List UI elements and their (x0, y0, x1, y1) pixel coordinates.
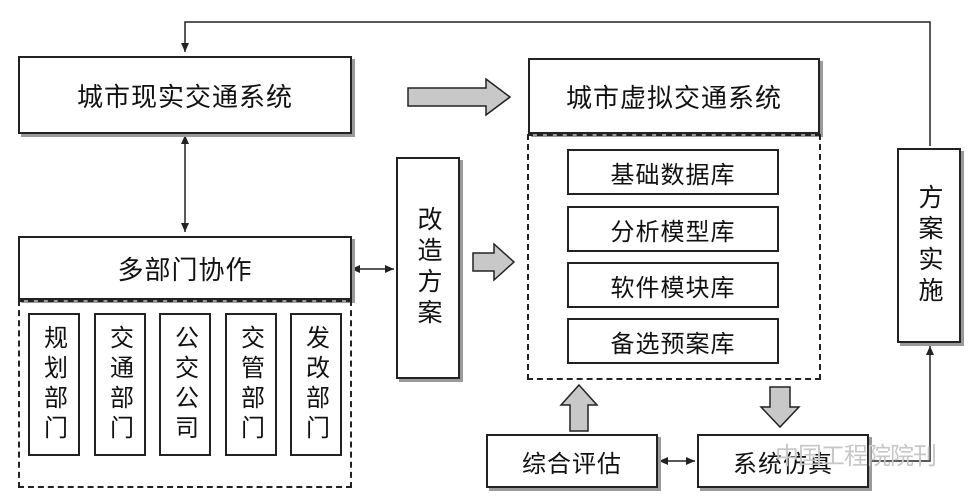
plan-to-virtual-arrow (472, 242, 516, 282)
comprehensive-evaluation-label: 综合评估 (522, 449, 622, 478)
comprehensive-evaluation-box: 综合评估 (486, 434, 658, 488)
multi-department-collaboration-label: 多部门协作 (117, 255, 253, 286)
virtual-traffic-system-label: 城市虚拟交通系统 (565, 83, 782, 114)
virtual-system-library-group (527, 134, 821, 380)
alternative-plan-library-box: 备选预案库 (567, 318, 779, 364)
real-to-virtual-arrow (407, 77, 512, 117)
department-transportation: 交通部门 (94, 313, 146, 456)
department-development-reform: 发改部门 (290, 313, 342, 456)
basic-database-label: 基础数据库 (610, 160, 736, 189)
simulation-down-arrow (759, 386, 801, 429)
real-traffic-system-box: 城市现实交通系统 (18, 56, 352, 134)
plan-implementation-box: 方案实施 (897, 148, 961, 343)
department-planning: 规划部门 (28, 313, 80, 456)
real-traffic-system-label: 城市现实交通系统 (76, 82, 293, 113)
reform-plan-label: 改造方案 (414, 206, 443, 330)
system-simulation-label: 系统仿真 (733, 449, 833, 478)
multi-department-collaboration-box: 多部门协作 (18, 236, 352, 300)
watermark-text: 中国工程院院刊 (775, 442, 937, 470)
sim-impl-line (870, 346, 934, 462)
software-module-library-box: 软件模块库 (567, 262, 779, 308)
reform-plan-box: 改造方案 (396, 157, 460, 379)
plan-implementation-label: 方案实施 (915, 183, 944, 308)
system-simulation-box: 系统仿真 (697, 434, 869, 488)
basic-database-box: 基础数据库 (567, 149, 779, 195)
feedback-loop-line (181, 21, 931, 146)
evaluation-up-arrow (559, 383, 599, 432)
departments-group (18, 300, 352, 488)
department-traffic-management: 交管部门 (225, 313, 277, 456)
virtual-traffic-system-box: 城市虚拟交通系统 (528, 58, 820, 134)
software-module-library-label: 软件模块库 (610, 273, 736, 302)
department-public-transit: 公交公司 (159, 313, 211, 456)
analysis-model-library-label: 分析模型库 (610, 217, 736, 246)
alternative-plan-library-label: 备选预案库 (610, 329, 736, 358)
analysis-model-library-box: 分析模型库 (567, 206, 779, 252)
